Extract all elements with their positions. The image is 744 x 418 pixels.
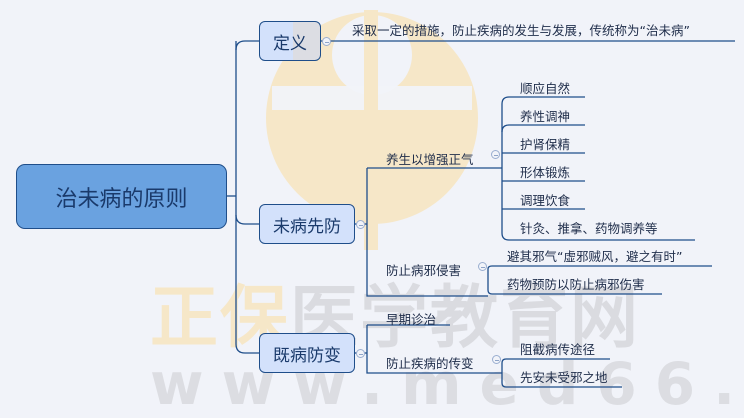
collapse-icon[interactable] bbox=[322, 37, 331, 46]
topic-leaf[interactable]: 药物预防以防止病邪伤害 bbox=[507, 277, 645, 292]
topic-guard[interactable]: 防止病邪侵害 bbox=[386, 263, 462, 278]
root-node[interactable]: 治未病的原则 bbox=[16, 164, 227, 229]
topic-nourish[interactable]: 养生以增强正气 bbox=[386, 152, 474, 167]
branch-label: 未病先防 bbox=[273, 216, 341, 237]
branch-node-control[interactable]: 既病防变 bbox=[259, 333, 355, 373]
topic-leaf[interactable]: 先安未受邪之地 bbox=[520, 370, 608, 385]
root-label: 治未病的原则 bbox=[55, 186, 188, 212]
branch-label: 既病防变 bbox=[273, 345, 341, 366]
collapse-icon[interactable] bbox=[478, 262, 487, 271]
collapse-icon[interactable] bbox=[356, 349, 365, 358]
topic-transmission[interactable]: 防止疾病的传变 bbox=[386, 356, 474, 371]
collapse-icon[interactable] bbox=[356, 220, 365, 229]
topic-leaf[interactable]: 避其邪气“虚邪贼风，避之有时” bbox=[507, 249, 683, 264]
branch-label: 定义 bbox=[273, 33, 307, 54]
topic-leaf[interactable]: 针灸、推拿、药物调养等 bbox=[520, 221, 658, 236]
branch-node-prevention[interactable]: 未病先防 bbox=[259, 204, 355, 244]
topic-leaf[interactable]: 调理饮食 bbox=[520, 193, 571, 208]
topic-early[interactable]: 早期诊治 bbox=[386, 312, 437, 327]
topic-leaf[interactable]: 养性调神 bbox=[520, 109, 571, 124]
branch-node-definition[interactable]: 定义 bbox=[259, 21, 321, 61]
topic-leaf[interactable]: 护肾保精 bbox=[520, 137, 571, 152]
topic-leaf[interactable]: 阻截病传途径 bbox=[520, 342, 596, 357]
definition-text[interactable]: 采取一定的措施，防止疾病的发生与发展，传统称为“治未病” bbox=[352, 23, 690, 38]
mindmap-canvas: 正保 医学教育网 www.med66.com bbox=[16, 10, 744, 418]
topic-leaf[interactable]: 顺应自然 bbox=[520, 81, 571, 96]
watermark-logo-icon bbox=[266, 10, 478, 250]
topic-leaf[interactable]: 形体锻炼 bbox=[520, 165, 571, 180]
collapse-icon[interactable] bbox=[492, 355, 501, 364]
connector-lines bbox=[227, 40, 735, 388]
collapse-icon[interactable] bbox=[491, 150, 500, 159]
